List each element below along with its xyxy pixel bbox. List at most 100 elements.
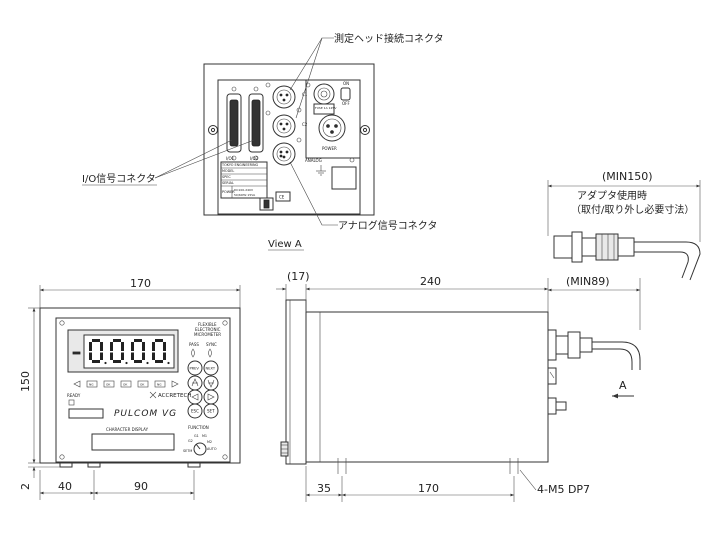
- led-1: [86, 380, 98, 388]
- power-off-label: OFF: [342, 101, 350, 106]
- nameplate: TOKYO ENGINEERING MODEL SPEC SERIAL POWE…: [220, 161, 268, 199]
- front-foot-left: [59, 462, 73, 468]
- sync-lamp: [208, 348, 212, 358]
- digit-3: [131, 339, 149, 365]
- measuring-head-connector-label: 測定ヘッド接続コネクタ: [334, 32, 444, 45]
- rear-view-leaders: 測定ヘッド接続コネクタ I/O信号コネクタ アナログ信号コネクタ View A: [82, 32, 444, 251]
- analog-label: ANALOG: [305, 158, 322, 163]
- digit-1-decimal-point: [104, 361, 107, 365]
- digit-2-segment-b: [121, 342, 124, 351]
- digit-1: [89, 339, 107, 365]
- front-view: 170 FLEXIBLE ELECTRONIC MICROMETER PASS …: [19, 277, 241, 500]
- pass-label: PASS: [189, 342, 199, 347]
- digit-4-segment-a: [155, 339, 163, 342]
- power-toggle: [340, 87, 351, 101]
- side-body: [305, 311, 549, 463]
- digit-2-segment-e: [110, 352, 113, 360]
- led-label-1: NG: [89, 383, 94, 387]
- io-signal-connector-label: I/O信号コネクタ: [82, 173, 156, 185]
- ch1-label: C1: [302, 92, 308, 97]
- digit-3-decimal-point: [146, 361, 149, 365]
- digit-4-decimal-point: [167, 361, 170, 365]
- digit-1-segment-e: [89, 352, 92, 360]
- pass-lamp: [191, 348, 195, 358]
- function-knob[interactable]: [193, 442, 207, 456]
- digit-3-segment-a: [134, 339, 142, 342]
- led-bar-row: NG OK OK OK NG: [73, 380, 179, 388]
- io2-connector: [248, 93, 264, 153]
- set-button[interactable]: SET: [203, 403, 219, 419]
- side-front-bezel: [285, 299, 307, 465]
- power-label: POWER: [322, 146, 337, 151]
- digit-1-segment-f: [89, 342, 92, 351]
- seven-segment-digits: [89, 339, 170, 365]
- front-foot-right: [187, 462, 201, 468]
- thread-spec-label: 4-M5 DP7: [537, 483, 590, 496]
- prev-button[interactable]: PREV: [187, 360, 203, 376]
- digit-2-decimal-point: [125, 361, 128, 365]
- character-display-label: CHARACTER DISPLAY: [106, 427, 149, 432]
- digit-3-segment-b: [142, 342, 145, 351]
- up-arrow-button[interactable]: [187, 375, 203, 391]
- power-switch: [313, 83, 335, 105]
- dim-side-length: 240: [420, 275, 441, 288]
- digit-1-segment-a: [92, 339, 100, 342]
- side-rear-connector-1: [547, 329, 641, 370]
- arrow-a-label: A: [619, 379, 627, 392]
- next-button[interactable]: NEXT: [203, 360, 219, 376]
- rear-outer-frame: [203, 63, 375, 216]
- fn-g1-label: G1: [194, 434, 199, 438]
- dim-front-width: 170: [130, 277, 151, 290]
- flexible-text-2: ELECTRONIC: [195, 327, 221, 332]
- digit-2-segment-d: [113, 360, 121, 363]
- ce-mark: CE: [279, 195, 285, 200]
- digit-4-segment-c: [163, 352, 166, 360]
- led-2: [103, 380, 115, 388]
- head-connector-1: [272, 85, 296, 109]
- adapter-drawing: [553, 231, 701, 281]
- nameplate-serial: SERIAL: [222, 181, 234, 185]
- product-name: PULCOM VG: [114, 409, 177, 419]
- ce-mark-box: [275, 191, 291, 202]
- power-section-frame: [305, 79, 361, 159]
- fn-g2-label: G2: [188, 439, 193, 443]
- side-knob: [280, 441, 289, 457]
- side-rear-connector-3: [547, 397, 567, 415]
- fn-auto-label: AUTO: [207, 447, 217, 451]
- digit-1-segment-d: [92, 360, 100, 363]
- led-3: [120, 380, 132, 388]
- nameplate-model: MODEL: [222, 169, 234, 173]
- nameplate-company: TOKYO ENGINEERING: [221, 163, 258, 167]
- head-connector-2: [272, 114, 296, 138]
- rear-screw-hole-right-inner: [362, 127, 368, 133]
- digit-3-segment-c: [142, 352, 145, 360]
- dim-side-min89: (MIN89): [566, 275, 610, 288]
- dim-side-min150: (MIN150): [602, 170, 653, 183]
- ground-icon: [316, 165, 326, 176]
- front-foot-mid: [87, 462, 101, 468]
- dim-front-foot: 2: [19, 483, 32, 490]
- side-mounting-holes: [336, 458, 520, 474]
- rear-blank-plate: [331, 166, 357, 190]
- dim-side-hole-pitch: 170: [418, 482, 439, 495]
- analog-signal-connector-label: アナログ信号コネクタ: [338, 219, 437, 232]
- view-a-label: View A: [268, 239, 302, 250]
- character-display: [91, 433, 175, 451]
- nameplate-voltage: DC100-240V: [234, 188, 254, 192]
- io1-connector: [226, 93, 242, 153]
- right-arrow-button[interactable]: [203, 389, 219, 405]
- dim-side-hole-offset: 35: [317, 482, 331, 495]
- nameplate-spec: SPEC: [222, 175, 231, 179]
- esc-button[interactable]: ESC: [187, 403, 203, 419]
- led-right-arrow-icon: [171, 380, 179, 388]
- rear-screw-hole-left: [208, 125, 218, 135]
- down-arrow-button[interactable]: [203, 375, 219, 391]
- led-label-5: NG: [157, 383, 162, 387]
- digit-3-segment-d: [134, 360, 142, 363]
- display-minus-sign: [72, 351, 81, 355]
- dim-front-height: 150: [19, 371, 32, 392]
- function-label: FUNCTION: [188, 425, 209, 430]
- accretech-logo: ACCRETECH: [149, 391, 191, 399]
- rear-screw-hole-left-inner: [210, 127, 216, 133]
- digit-3-segment-f: [131, 342, 134, 351]
